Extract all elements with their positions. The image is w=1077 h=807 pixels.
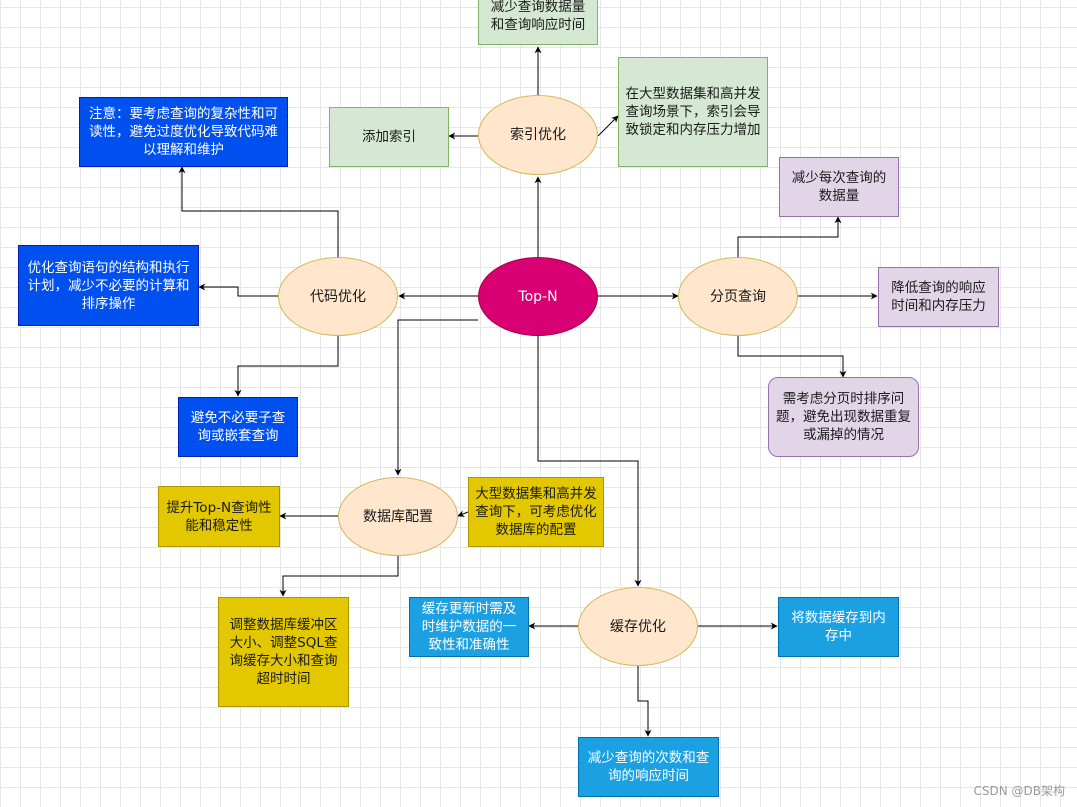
edge-dbconfig-bottom <box>279 556 399 597</box>
paging-latency-box[interactable]: 降低查询的响应时间和内存压力 <box>878 267 999 327</box>
paging-query-node[interactable]: 分页查询 <box>678 257 798 336</box>
edge-topn-dbconfig <box>394 319 478 476</box>
edge-code-note <box>178 166 339 257</box>
edge-index-lock <box>597 115 619 137</box>
edge-dbconfig-right <box>457 510 469 517</box>
code-complexity-note-box[interactable]: 注意：要考虑查询的复杂性和可读性，避免过度优化导致代码难以理解和维护 <box>79 97 288 167</box>
index-reduce-box[interactable]: 减少查询数据量和查询响应时间 <box>478 0 598 45</box>
db-buffer-adjust-box[interactable]: 调整数据库缓冲区大小、调整SQL查询缓存大小和查询超时时间 <box>218 597 349 707</box>
edge-code-struct <box>198 283 278 297</box>
db-config-node[interactable]: 数据库配置 <box>338 477 458 556</box>
watermark: CSDN @DB架构 <box>973 784 1065 798</box>
paging-reduce-box[interactable]: 减少每次查询的数据量 <box>779 157 899 217</box>
edge-topn-cache <box>537 336 642 587</box>
db-config-consider-box[interactable]: 大型数据集和高并发查询下，可考虑优化数据库的配置 <box>468 477 604 547</box>
query-structure-box[interactable]: 优化查询语句的结构和执行计划，减少不必要的计算和排序操作 <box>18 245 199 326</box>
avoid-subquery-box[interactable]: 避免不必要子查询或嵌套查询 <box>178 397 298 457</box>
cache-consistency-box[interactable]: 缓存更新时需及时维护数据的一致性和准确性 <box>409 597 529 657</box>
edge-paging-top <box>737 216 842 257</box>
edge-paging-bottom <box>737 336 847 378</box>
paging-sort-note-box[interactable]: 需考虑分页时排序问题，避免出现数据重复或漏掉的情况 <box>768 377 919 457</box>
cache-reduce-queries-box[interactable]: 减少查询的次数和查询的响应时间 <box>578 737 719 797</box>
cache-optimization-node[interactable]: 缓存优化 <box>578 587 698 666</box>
db-stability-box[interactable]: 提升Top-N查询性能和稳定性 <box>158 486 280 547</box>
index-lock-pressure-box[interactable]: 在大型数据集和高并发查询场景下，索引会导致锁定和内存压力增加 <box>618 57 768 167</box>
top-n-node[interactable]: Top-N <box>478 257 598 336</box>
cache-to-memory-box[interactable]: 将数据缓存到内存中 <box>778 597 899 657</box>
edge-cache-bottom <box>637 666 652 737</box>
edge-code-subquery <box>234 336 339 397</box>
index-optimization-node[interactable]: 索引优化 <box>478 95 598 175</box>
code-optimization-node[interactable]: 代码优化 <box>278 257 398 336</box>
add-index-box[interactable]: 添加索引 <box>329 107 449 167</box>
